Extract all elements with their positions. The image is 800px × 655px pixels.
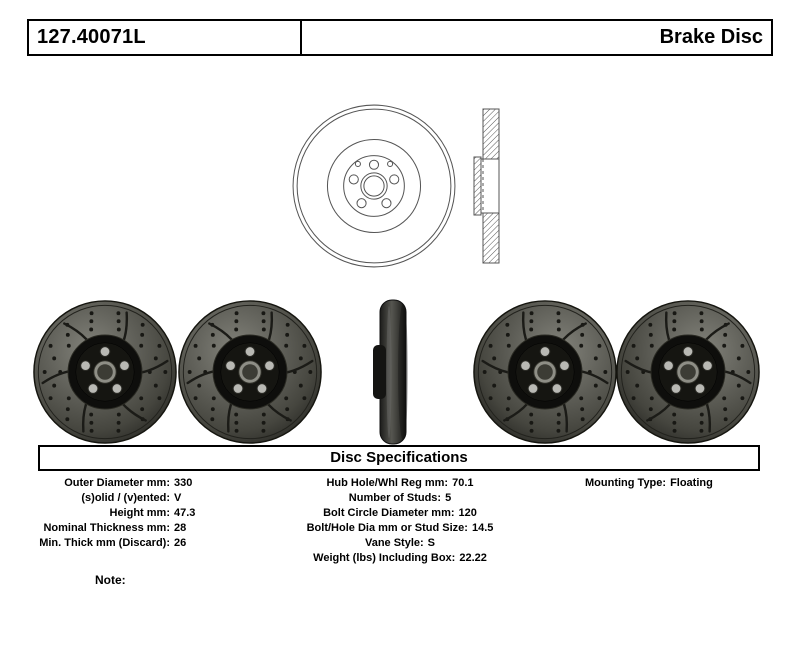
- spec-value: 330: [174, 477, 193, 489]
- product-title: Brake Disc: [659, 26, 763, 48]
- spec-value: 28: [174, 522, 187, 534]
- spec-label: Vane Style:: [364, 537, 424, 549]
- spec-row: Bolt/Hole Dia mm or Stud Size:14.5: [250, 521, 550, 536]
- spec-row: Weight (lbs) Including Box:22.22: [250, 551, 550, 566]
- spec-value: Floating: [670, 477, 713, 489]
- spec-label: Mounting Type:: [585, 477, 667, 489]
- spec-row: Mounting Type:Floating: [585, 476, 713, 491]
- spec-label: Weight (lbs) Including Box:: [313, 552, 456, 564]
- spec-value: 70.1: [452, 477, 474, 489]
- spec-row: Min. Thick mm (Discard): 26: [18, 536, 208, 551]
- spec-label: Outer Diameter mm:: [64, 477, 170, 489]
- spec-row: Outer Diameter mm: 330: [18, 476, 208, 491]
- spec-row: Hub Hole/Whl Reg mm:70.1: [250, 476, 550, 491]
- spec-row: (s)olid / (v)ented: V: [18, 491, 208, 506]
- technical-drawing-front-view: [292, 104, 456, 268]
- rotor-photo-5: [615, 299, 761, 445]
- part-number: 127.40071L: [29, 21, 302, 54]
- spec-label: Height mm:: [109, 507, 171, 519]
- spec-value: 22.22: [459, 552, 487, 564]
- spec-value: 5: [445, 492, 452, 504]
- spec-value: S: [427, 537, 436, 549]
- spec-row: Height mm: 47.3: [18, 506, 208, 521]
- note-label: Note:: [95, 573, 126, 587]
- spec-label: Min. Thick mm (Discard):: [39, 537, 170, 549]
- spec-row: Nominal Thickness mm: 28: [18, 521, 208, 536]
- spec-label: Bolt/Hole Dia mm or Stud Size:: [306, 522, 468, 534]
- disc-specifications-title: Disc Specifications: [38, 445, 760, 471]
- spec-label: Hub Hole/Whl Reg mm:: [326, 477, 449, 489]
- spec-value: 120: [458, 507, 477, 519]
- spec-label: (s)olid / (v)ented:: [81, 492, 170, 504]
- spec-label: Number of Studs:: [348, 492, 442, 504]
- rotor-photo-edge-view: [373, 299, 408, 445]
- spec-value: V: [174, 492, 182, 504]
- rotor-photo-1: [32, 299, 178, 445]
- spec-column-center: Hub Hole/Whl Reg mm:70.1 Number of Studs…: [250, 476, 550, 566]
- spec-label: Nominal Thickness mm:: [43, 522, 170, 534]
- spec-value: 14.5: [471, 522, 494, 534]
- rotor-photo-4: [472, 299, 618, 445]
- header-bar: 127.40071L Brake Disc: [27, 19, 773, 56]
- spec-value: 47.3: [174, 507, 196, 519]
- spec-row: Bolt Circle Diameter mm:120: [250, 506, 550, 521]
- spec-column-left: Outer Diameter mm: 330 (s)olid / (v)ente…: [18, 476, 208, 551]
- spec-column-right: Mounting Type:Floating: [585, 476, 713, 491]
- spec-row: Vane Style:S: [250, 536, 550, 551]
- rotor-photo-2: [177, 299, 323, 445]
- spec-row: Number of Studs:5: [250, 491, 550, 506]
- spec-value: 26: [174, 537, 187, 549]
- technical-drawing-cross-section: [473, 108, 500, 264]
- spec-label: Bolt Circle Diameter mm:: [323, 507, 455, 519]
